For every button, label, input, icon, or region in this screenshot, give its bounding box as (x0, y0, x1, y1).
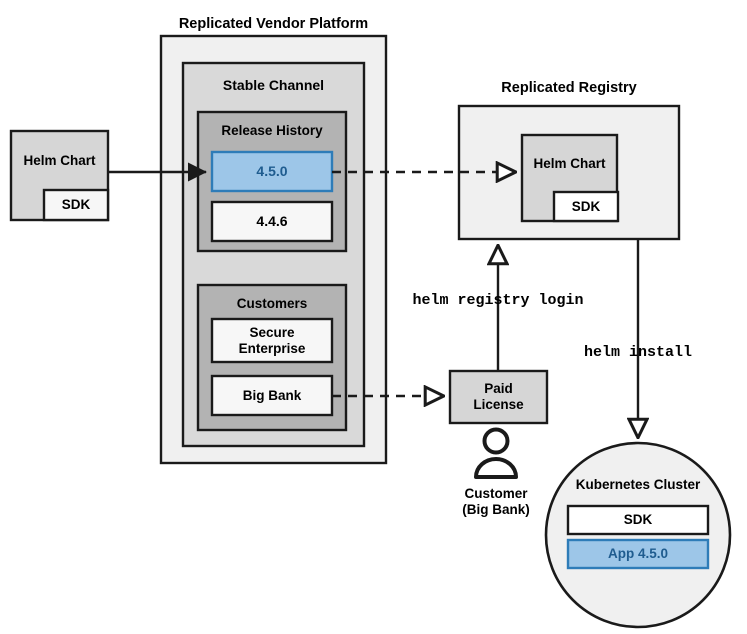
registry-title: Replicated Registry (501, 80, 637, 96)
customer-person-head-icon (482, 427, 510, 455)
release-450-box (210, 150, 334, 193)
vendor-platform-title: Replicated Vendor Platform (178, 16, 369, 32)
cluster-sdk-box (566, 504, 710, 536)
customer-person-label: Customer (Big Bank) (462, 486, 530, 517)
customer-person-body-icon (474, 457, 518, 479)
release-446-box (210, 200, 334, 243)
cluster-app-box (566, 538, 710, 570)
cmd-helm-install: helm install (583, 344, 693, 361)
registry-sdk-box (552, 190, 620, 223)
source-sdk-box (42, 188, 110, 222)
paid-license-box (448, 369, 549, 425)
cmd-helm-registry-login: helm registry login (412, 292, 584, 309)
customer-secure-enterprise-box (210, 317, 334, 364)
customer-big-bank-box (210, 374, 334, 417)
